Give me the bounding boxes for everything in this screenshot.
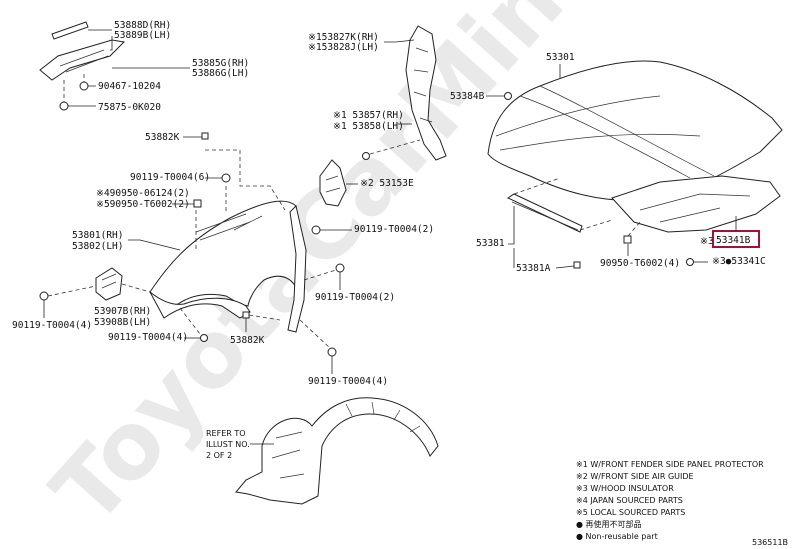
bolt-90119-e <box>335 263 345 273</box>
fender-rear-edge <box>287 205 307 333</box>
label-53828j: ※153828J(LH) <box>308 42 379 53</box>
front-fender-53801 <box>149 149 307 333</box>
label-53153e: ※2 53153E <box>360 178 414 189</box>
label-90119-d: 90119-T0004(4) <box>308 376 388 387</box>
clip-53882k-bottom <box>242 311 250 319</box>
refer-line-1: REFER TO <box>206 429 246 438</box>
clip-53857 <box>362 152 370 160</box>
label-53381: 53381 <box>476 238 505 249</box>
label-53885g: 53885G(RH) <box>192 58 249 69</box>
label-90950-b: ※590950-T6002(2) <box>96 199 190 210</box>
label-90950-c: 90950-T6002(4) <box>600 258 680 269</box>
clip-53341c <box>686 258 694 266</box>
bolt-90119-f <box>311 225 321 235</box>
label-53858: ※1 53858(LH) <box>333 121 404 132</box>
legend: ※1 W/FRONT FENDER SIDE PANEL PROTECTOR ※… <box>576 460 764 541</box>
air-guide-53153e <box>319 159 347 207</box>
legend-line-2: ※2 W/FRONT SIDE AIR GUIDE <box>576 472 694 481</box>
label-53341b-prefix: ※3 <box>700 236 714 247</box>
legend-line-4: ※4 JAPAN SOURCED PARTS <box>576 496 683 505</box>
label-53886g: 53886G(LH) <box>192 68 249 79</box>
bracket-53907b <box>39 267 151 301</box>
clip-90467 <box>79 81 89 91</box>
label-53802: 53802(LH) <box>72 241 123 252</box>
bolt-90119-a <box>221 173 231 183</box>
label-90950-a: ※490950-06124(2) <box>96 188 190 199</box>
label-53381a: 53381A <box>516 263 551 274</box>
label-53889b: 53889B(LH) <box>114 30 171 41</box>
hood-53301 <box>487 60 783 233</box>
label-53341b: 53341B <box>716 235 751 246</box>
legend-line-6: ● 再使用不可部品 <box>576 519 642 529</box>
clip-53381a <box>573 261 581 269</box>
hood-insulator-53341b <box>611 175 781 233</box>
bolt-90119-d <box>327 347 337 357</box>
refer-line-2: ILLUST NO. <box>206 440 250 449</box>
label-53882k-top: 53882K <box>145 132 180 143</box>
fender-liner <box>235 397 439 505</box>
legend-line-5: ※5 LOCAL SOURCED PARTS <box>576 508 685 517</box>
legend-line-1: ※1 W/FRONT FENDER SIDE PANEL PROTECTOR <box>576 460 764 469</box>
fender-bracket-group <box>39 21 190 111</box>
stop-53384b <box>504 92 512 100</box>
label-53827k: ※153827K(RH) <box>308 32 379 43</box>
label-53907b: 53907B(RH) <box>94 306 151 317</box>
legend-line-7: ● Non-reusable part <box>576 532 658 541</box>
legend-line-3: ※3 W/HOOD INSULATOR <box>576 484 674 493</box>
bolt-90119-c <box>200 334 208 342</box>
label-53888d: 53888D(RH) <box>114 20 171 31</box>
bracket-53885g <box>39 39 126 81</box>
clip-90950-c <box>623 235 632 244</box>
label-53801: 53801(RH) <box>72 230 123 241</box>
label-53908b: 53908B(LH) <box>94 317 151 328</box>
label-90467: 90467-10204 <box>98 81 161 92</box>
label-53301: 53301 <box>546 52 575 63</box>
label-90119-f: 90119-T0004(2) <box>354 224 434 235</box>
label-53384b: 53384B <box>450 91 485 102</box>
label-53857: ※1 53857(RH) <box>333 110 404 121</box>
label-90119-a: 90119-T0004(6) <box>130 172 210 183</box>
label-90119-e: 90119-T0004(2) <box>315 292 395 303</box>
hood-seal-53381 <box>506 177 613 233</box>
figure-id: 536511B <box>752 538 788 547</box>
label-53341c: ※3●53341C <box>712 256 766 267</box>
label-90119-b: 90119-T0004(4) <box>12 320 92 331</box>
label-75875: 75875-0K020 <box>98 102 161 113</box>
label-90119-c: 90119-T0004(4) <box>108 332 188 343</box>
seal-strip-53888d <box>51 21 89 40</box>
label-53882k-bottom: 53882K <box>230 335 265 346</box>
clip-90950-b <box>193 199 202 208</box>
clip-75875 <box>59 101 69 111</box>
side-panel-protector-53827k <box>405 25 447 161</box>
clip-53882k-top <box>201 132 209 140</box>
refer-line-3: 2 OF 2 <box>206 451 232 460</box>
bolt-90119-left <box>39 291 49 301</box>
fender-wheel-arch <box>149 291 251 319</box>
